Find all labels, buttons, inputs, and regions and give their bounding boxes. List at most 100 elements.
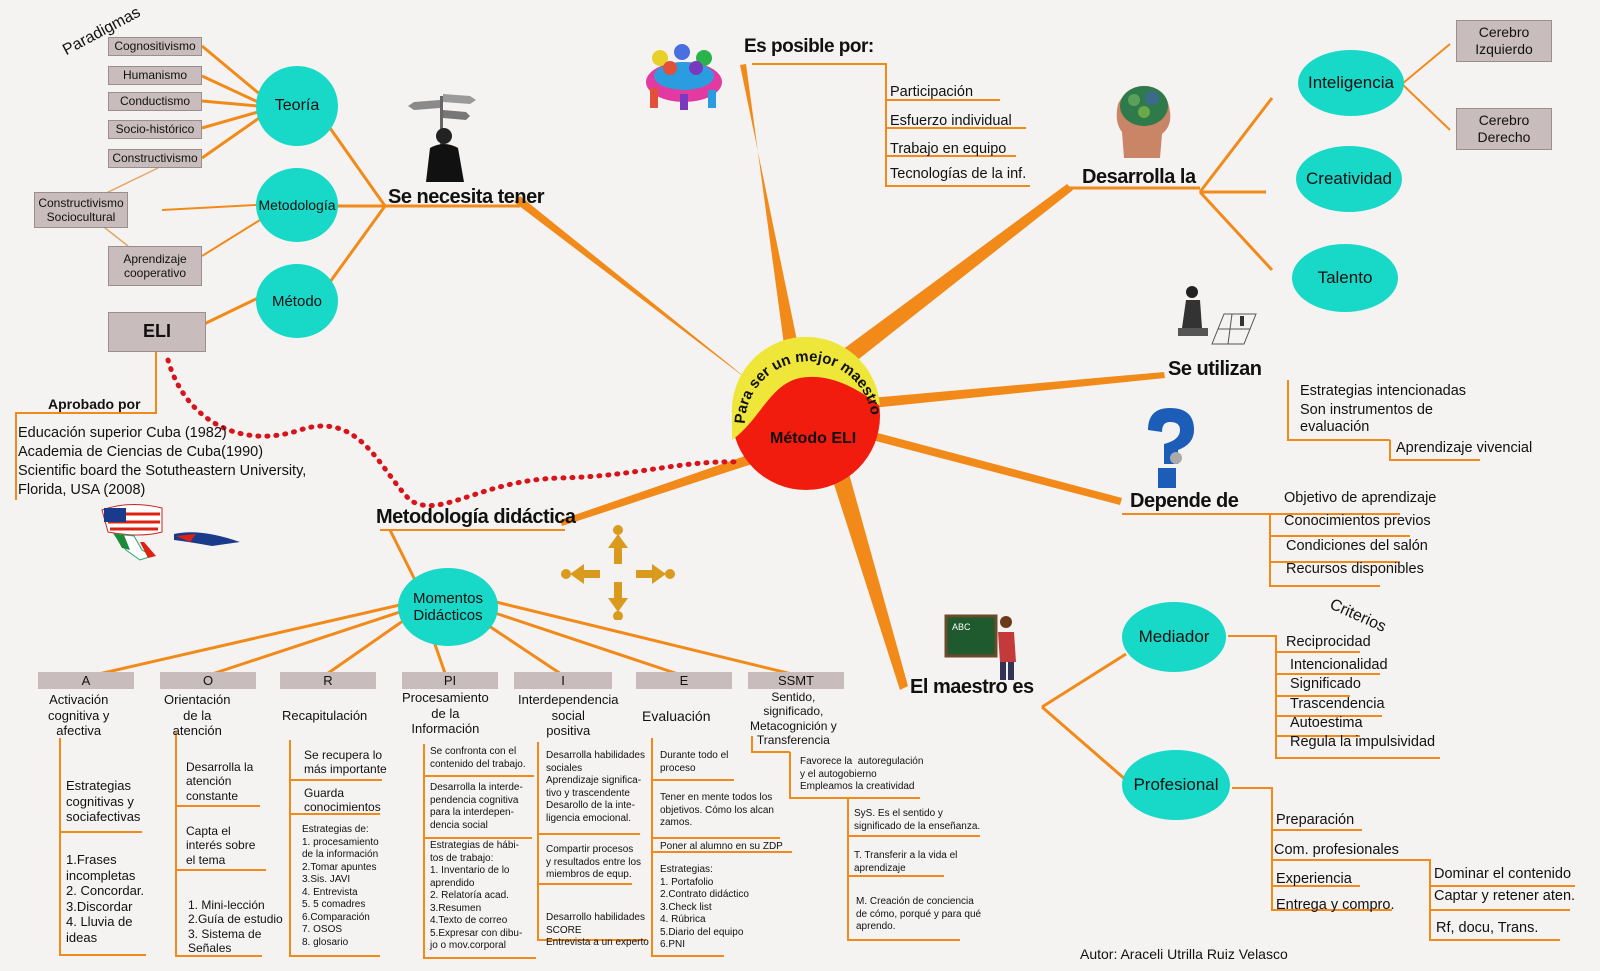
cerebro-derecho: Cerebro Derecho (1456, 108, 1552, 150)
posible-item-3: Trabajo en equipo (890, 141, 1007, 157)
profesional-sub-1: Dominar el contenido (1434, 866, 1572, 882)
aprobado-line-3: Scientific board the Sotutheastern Unive… (18, 463, 307, 479)
depende-item-3: Condiciones del salón (1286, 538, 1428, 554)
column-i-title: Interdependencia social positiva (518, 692, 619, 739)
profesional-sub-2: Captar y retener aten. (1434, 888, 1576, 904)
momentos-didacticos-node: Momentos Didácticos (398, 568, 498, 646)
center-label: Método ELI (770, 430, 857, 447)
paradigma-socio-historico: Socio-histórico (108, 120, 202, 139)
column-header-pi: PI (402, 672, 498, 689)
posible-item-4: Tecnologías de la inf. (890, 166, 1027, 182)
gold-arrows-figures-icon (561, 525, 675, 620)
column-i-text-1: Desarrolla habilidades sociales Aprendiz… (546, 750, 645, 824)
se-necesita-heading: Se necesita tener (388, 186, 545, 208)
se-utilizan-heading: Se utilizan (1168, 358, 1262, 380)
criterio-5: Autoestima (1290, 715, 1363, 731)
utilizan-item-1: Estrategias intencionadas (1300, 383, 1467, 399)
column-ssmt-text-4: M. Creación de conciencia de cómo, porqu… (856, 896, 982, 932)
column-o-text-2: Capta el interés sobre el tema (186, 824, 256, 867)
profesional-sub-3: Rf, docu, Trans. (1436, 920, 1539, 936)
creatividad-node: Creatividad (1296, 146, 1402, 212)
aprobado-line-4: Florida, USA (2008) (18, 482, 146, 498)
column-e-text-2: Tener en mente todos los objetivos. Cómo… (660, 792, 774, 828)
signpost-person-icon (408, 94, 476, 182)
desarrolla-heading: Desarrolla la (1082, 166, 1196, 188)
criterio-2: Intencionalidad (1290, 657, 1388, 673)
question-mark-icon (1148, 408, 1194, 488)
column-header-r: R (280, 672, 376, 689)
red-dotted-path (165, 357, 743, 509)
inteligencia-node: Inteligencia (1298, 50, 1404, 116)
column-ssmt-text-3: T. Transferir a la vida el aprendizaje (854, 850, 958, 874)
aprobado-line-2: Academia de Ciencias de Cuba(1990) (18, 444, 264, 460)
teoria-node: Teoría (256, 66, 338, 146)
center-node: Para ser un mejor maestro (732, 336, 884, 490)
flags-map-icon (101, 504, 240, 561)
team-puzzle-icon (646, 44, 722, 110)
aprobado-heading: Aprobado por (48, 396, 141, 412)
column-e-title: Evaluación (642, 708, 711, 724)
column-a-title: Activación cognitiva y afectiva (48, 692, 110, 739)
posible-item-1: Participación (890, 84, 974, 100)
profesional-item-4: Entrega y compro. (1276, 897, 1395, 913)
chess-player-icon (1178, 286, 1257, 345)
column-header-o: O (160, 672, 256, 689)
paradigma-constructivismo: Constructivismo (108, 149, 202, 168)
column-r-text-2: Guarda conocimientos (304, 786, 381, 815)
momentos-fan (89, 600, 801, 678)
column-pi-text-3: Estrategias de hábi- tos de trabajo: 1. … (430, 840, 523, 951)
eli-box: ELI (108, 312, 206, 352)
column-pi-title: Procesamiento de la Información (402, 690, 489, 737)
svg-text:ABC: ABC (952, 622, 971, 632)
aprendizaje-cooperativo: Aprendizaje cooperativo (108, 246, 202, 286)
teacher-blackboard-icon: ABC (944, 614, 1016, 680)
column-lines (59, 732, 980, 959)
brain-head-icon (1116, 85, 1171, 158)
utilizan-item-2: Son instrumentos de evaluación (1300, 402, 1433, 435)
posible-item-2: Esfuerzo individual (890, 113, 1012, 129)
author-credit: Autor: Araceli Utrilla Ruiz Velasco (1080, 946, 1288, 962)
depende-heading: Depende de (1130, 490, 1239, 512)
column-ssmt-text-2: SyS. Es el sentido y significado de la e… (854, 808, 981, 832)
column-e-text-4: Estrategias: 1. Portafolio 2.Contrato di… (660, 864, 749, 950)
column-ssmt-text-1: Favorece la autoregulación y el autogobi… (800, 756, 924, 792)
profesional-item-2: Com. profesionales (1274, 842, 1399, 858)
column-a-text-2: 1.Frases incompletas 2. Concordar. 3.Dis… (66, 852, 145, 945)
aprobado-line-1: Educación superior Cuba (1982) (18, 425, 227, 441)
criterio-1: Reciprocidad (1286, 634, 1371, 650)
column-r-text-3: Estrategias de: 1. procesamiento de la i… (302, 824, 379, 948)
criterio-4: Trascendencia (1290, 696, 1385, 712)
column-e-text-1: Durante todo el proceso (660, 750, 729, 774)
cerebro-izquierdo: Cerebro Izquierdo (1456, 20, 1552, 62)
paradigma-cognositivismo: Cognositivismo (108, 37, 202, 56)
paradigma-conductismo: Conductismo (108, 92, 202, 111)
utilizan-item-3: Aprendizaje vivencial (1396, 440, 1533, 456)
column-o-title: Orientación de la atención (164, 692, 231, 739)
column-e-text-3: Poner al alumno en su ZDP (660, 841, 783, 852)
talento-node: Talento (1292, 244, 1398, 312)
profesional-item-1: Preparación (1276, 812, 1355, 828)
criterio-6: Regula la impulsividad (1290, 734, 1436, 750)
metodologia-node: Metodología (256, 168, 338, 242)
secondary-lines (99, 43, 1451, 782)
criterio-3: Significado (1290, 676, 1361, 692)
constructivismo-sociocultural: Constructivismo Sociocultural (34, 192, 128, 228)
profesional-node: Profesional (1122, 750, 1230, 820)
paradigma-humanismo: Humanismo (108, 66, 202, 85)
column-ssmt-title: Sentido, significado, Metacognición y Tr… (750, 690, 837, 748)
column-header-ssmt: SSMT (748, 672, 844, 689)
bracket-lines (15, 63, 1575, 941)
depende-item-4: Recursos disponibles (1286, 561, 1424, 577)
depende-item-1: Objetivo de aprendizaje (1284, 490, 1437, 506)
column-header-e: E (636, 672, 732, 689)
column-pi-text-1: Se confronta con el contenido del trabaj… (430, 746, 526, 770)
column-o-text-3: 1. Mini-lección 2.Guía de estudio 3. Sis… (188, 898, 283, 956)
metodo-node: Método (256, 264, 338, 338)
column-i-text-3: Desarrollo habilidades SCORE Entrevista … (546, 912, 649, 948)
column-header-a: A (38, 672, 134, 689)
column-a-text-1: Estrategias cognitivas y sociafectivas (66, 778, 141, 825)
main-branches (514, 64, 1165, 690)
column-r-title: Recapitulación (282, 708, 368, 723)
